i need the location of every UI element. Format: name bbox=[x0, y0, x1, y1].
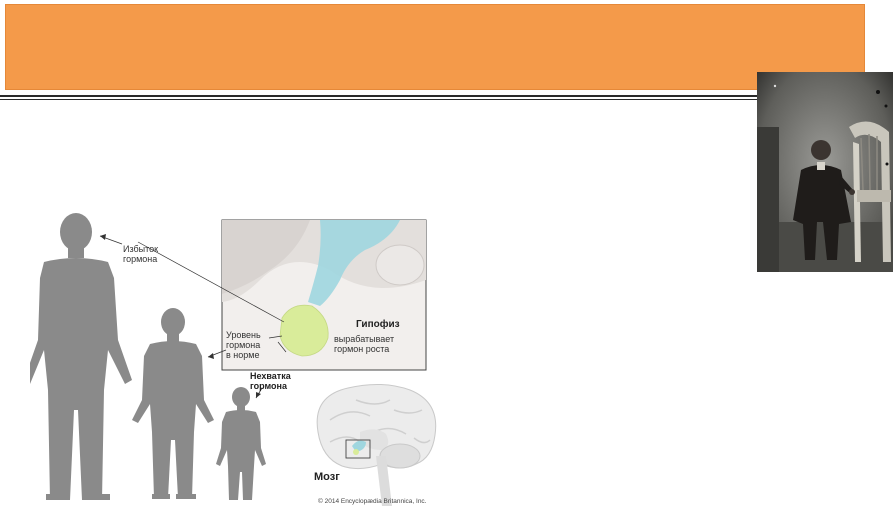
silhouette-normal bbox=[132, 308, 214, 499]
silhouette-deficiency bbox=[216, 387, 266, 500]
pituitary-diagram: Избыток гормона Уровень гормона в норме … bbox=[30, 210, 440, 507]
label-brain: Мозг bbox=[314, 471, 340, 483]
brain-illustration bbox=[316, 384, 437, 506]
label-normal: Уровень гормона в норме bbox=[226, 330, 261, 360]
label-deficiency: Нехватка гормона bbox=[250, 371, 291, 391]
label-gland-desc: вырабатывает гормон роста bbox=[334, 334, 395, 354]
historical-photo bbox=[757, 72, 893, 272]
header-divider bbox=[0, 95, 760, 97]
label-excess: Избыток гормона bbox=[123, 244, 159, 264]
header-divider-thin bbox=[0, 99, 760, 100]
label-gland-title: Гипофиз bbox=[356, 319, 400, 330]
silhouette-excess bbox=[30, 213, 132, 500]
copyright-credit: © 2014 Encyclopædia Britannica, Inc. bbox=[318, 498, 427, 505]
header-banner bbox=[5, 4, 865, 90]
